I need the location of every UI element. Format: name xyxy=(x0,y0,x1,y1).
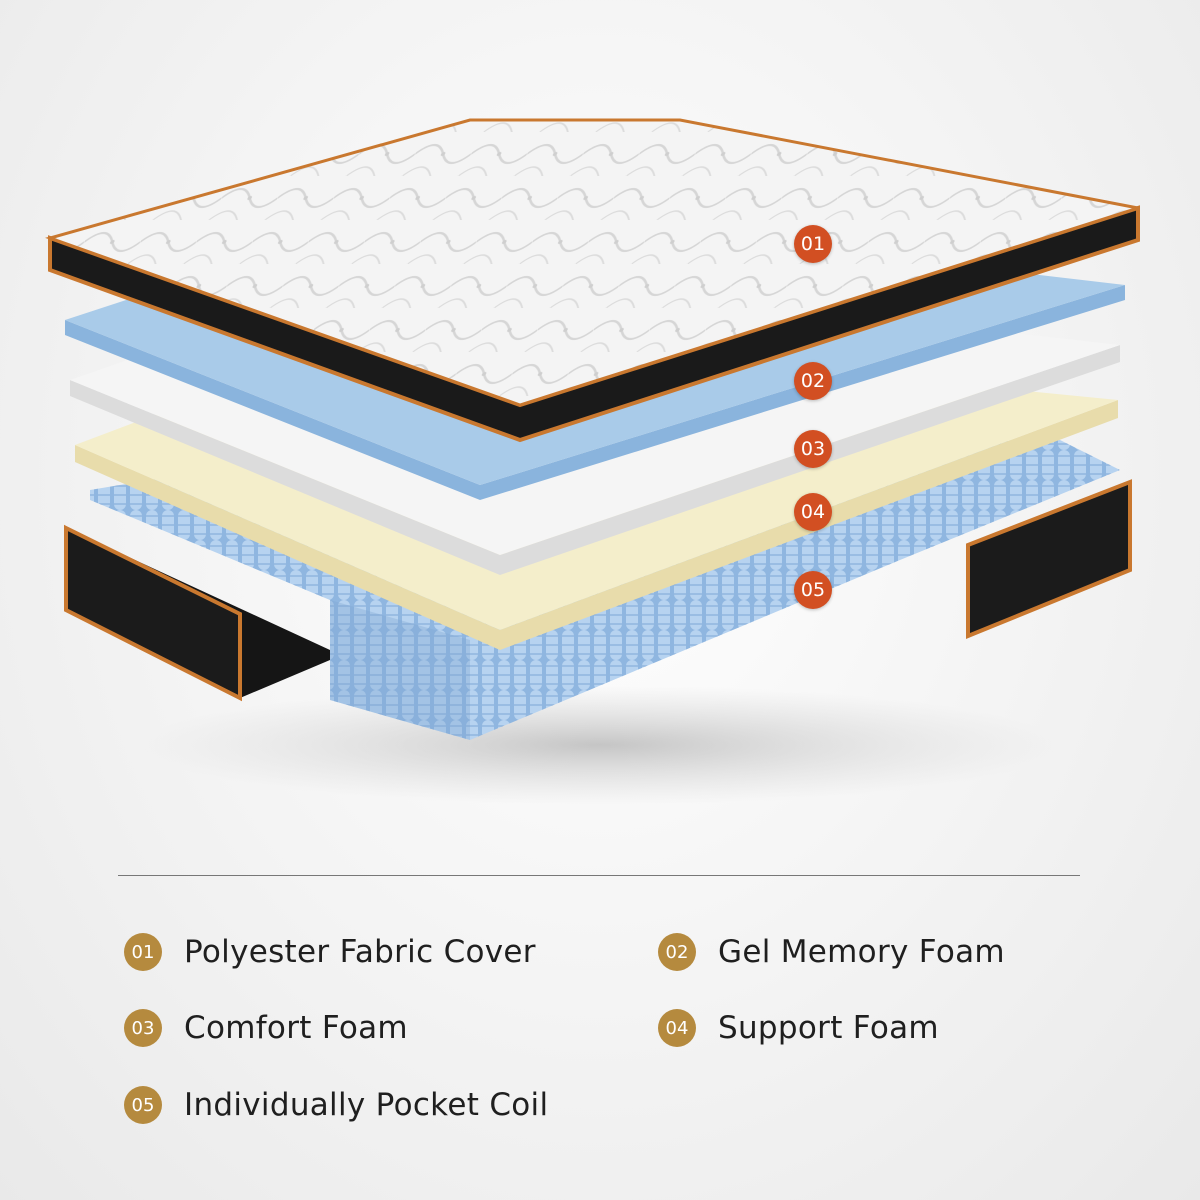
legend-label-05: Individually Pocket Coil xyxy=(184,1087,549,1123)
legend-item-02: 02 Gel Memory Foam xyxy=(658,933,1005,971)
fabric-cover-layer xyxy=(45,118,1140,443)
legend-label-01: Polyester Fabric Cover xyxy=(184,934,536,970)
legend-number-01: 01 xyxy=(124,933,162,971)
legend-label-02: Gel Memory Foam xyxy=(718,934,1005,970)
mattress-illustration: 01 02 03 04 05 xyxy=(45,118,1140,805)
support-foam-layer xyxy=(75,400,1118,650)
layer-badge-02: 02 xyxy=(794,362,832,400)
legend-number-04: 04 xyxy=(658,1009,696,1047)
legend-label-04: Support Foam xyxy=(718,1010,939,1046)
layer-badge-05: 05 xyxy=(794,571,832,609)
gel-memory-foam-layer xyxy=(65,285,1125,500)
legend-number-03: 03 xyxy=(124,1009,162,1047)
mattress-layers-graphic xyxy=(45,118,1140,805)
legend-label-03: Comfort Foam xyxy=(184,1010,408,1046)
layer-badge-04: 04 xyxy=(794,493,832,531)
legend-item-01: 01 Polyester Fabric Cover xyxy=(124,933,536,971)
legend-number-05: 05 xyxy=(124,1086,162,1124)
layer-badge-01: 01 xyxy=(794,225,832,263)
legend-item-03: 03 Comfort Foam xyxy=(124,1009,408,1047)
section-divider xyxy=(118,875,1080,876)
comfort-foam-layer xyxy=(70,345,1120,575)
legend-item-04: 04 Support Foam xyxy=(658,1009,939,1047)
layer-badge-03: 03 xyxy=(794,430,832,468)
floor-shadow xyxy=(140,685,1060,805)
legend-item-05: 05 Individually Pocket Coil xyxy=(124,1086,548,1124)
legend-number-02: 02 xyxy=(658,933,696,971)
